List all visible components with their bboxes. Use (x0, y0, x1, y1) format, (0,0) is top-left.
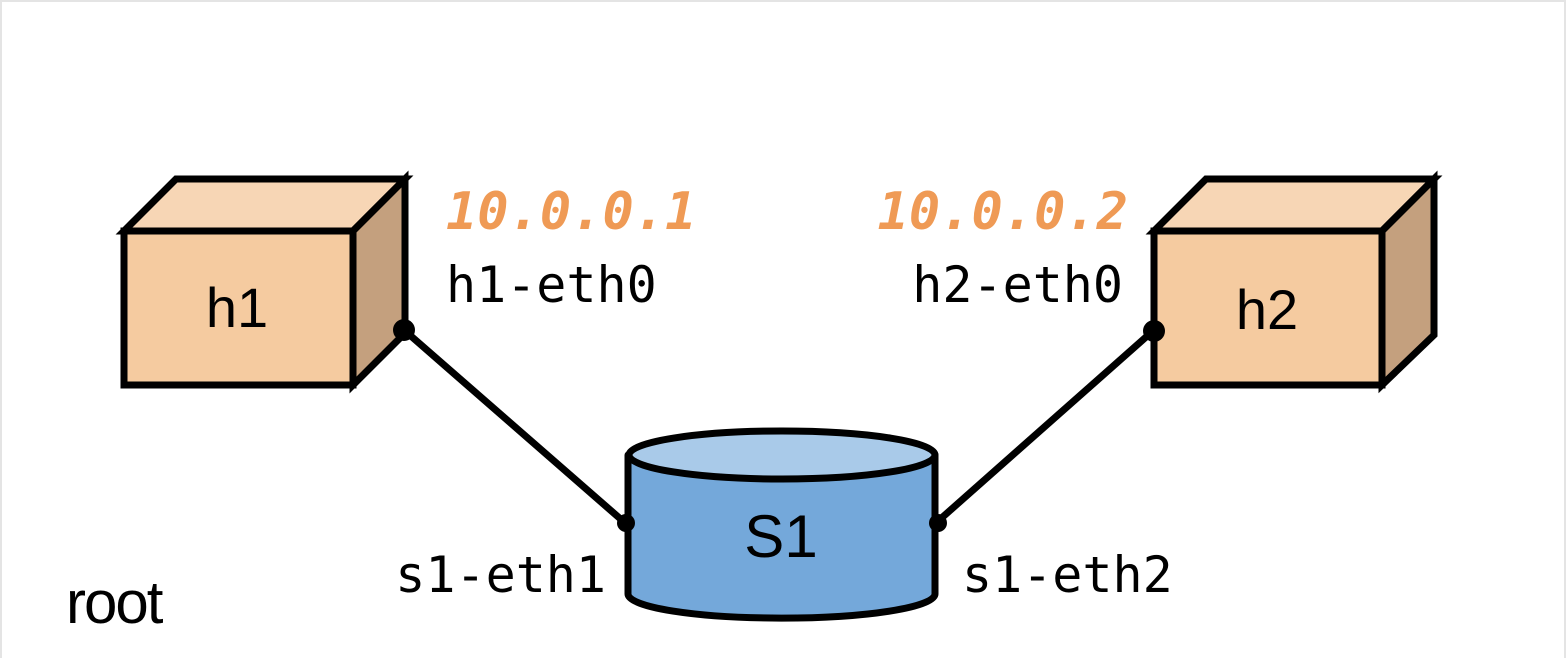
switch-s1-body (624, 451, 939, 622)
root-namespace-label: root (66, 569, 164, 636)
s1-eth2-endpoint (929, 514, 947, 532)
link-h1-s1 (401, 327, 627, 525)
h2-interface-label: h2-eth0 (912, 256, 1123, 314)
h2-ip-address: 10.0.0.2 (878, 182, 1128, 242)
link-h2-s1 (934, 327, 1157, 525)
s1-eth1-label: s1-eth1 (395, 546, 606, 604)
h1-ip-address: 10.0.0.1 (446, 182, 696, 242)
s1-eth1-endpoint (617, 514, 635, 532)
switch-s1-top (625, 427, 939, 483)
host-h1: h1 (115, 170, 414, 394)
host-h2: h2 (1145, 170, 1443, 394)
switch-s1-label: S1 (744, 503, 817, 570)
h2-eth0-endpoint (1143, 320, 1165, 342)
host-h1-label: h1 (206, 276, 268, 339)
switch-s1: S1 (624, 427, 939, 622)
h1-interface-label: h1-eth0 (446, 256, 657, 314)
host-h1-front (120, 227, 357, 389)
s1-eth2-label: s1-eth2 (962, 546, 1173, 604)
host-h2-label: h2 (1236, 278, 1298, 341)
h1-eth0-endpoint (393, 319, 415, 341)
host-h2-front (1150, 227, 1386, 389)
